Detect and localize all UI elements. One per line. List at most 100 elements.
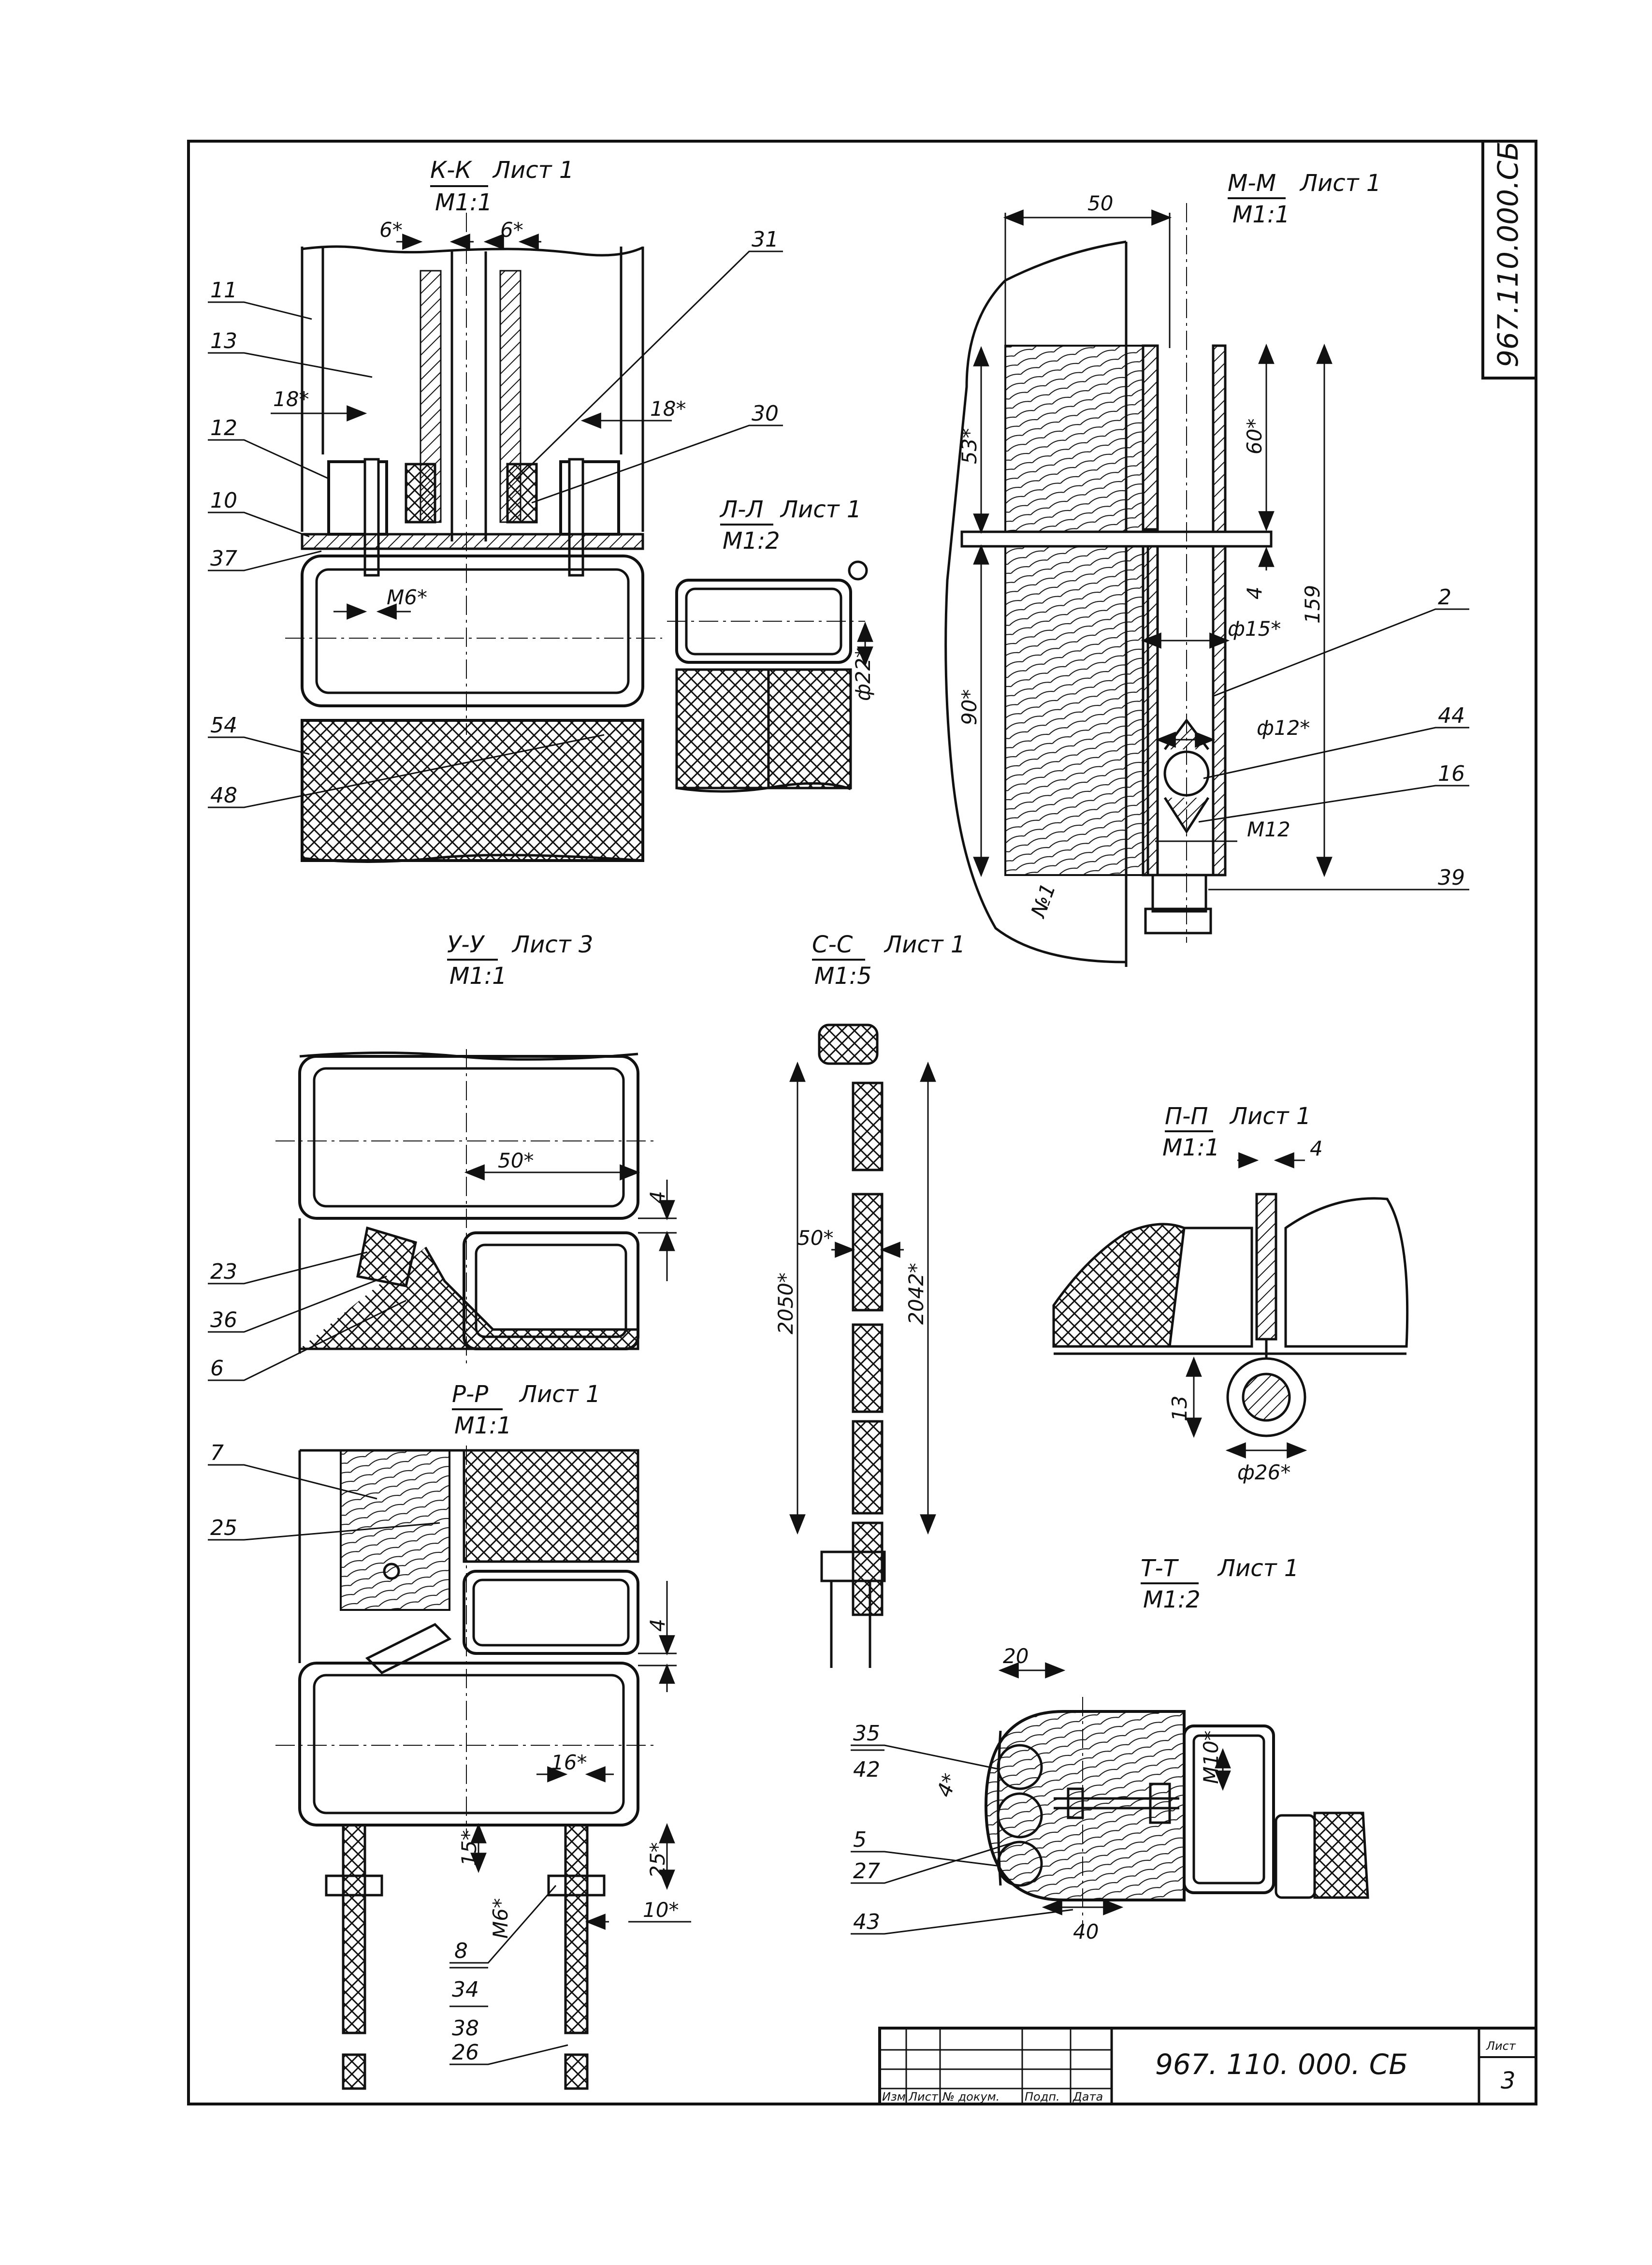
section-kk-scale: М1:1 xyxy=(435,189,493,216)
sheet-number: 3 xyxy=(1501,2067,1516,2094)
callout-38: 38 xyxy=(452,2016,479,2041)
section-ss: С-С Лист 1 М1:5 50* 2050* 2042* xyxy=(774,931,965,1668)
dim-mm-m12: М12 xyxy=(1247,818,1290,841)
callout-30: 30 xyxy=(752,401,779,426)
tb-col-podp: Подп. xyxy=(1025,2090,1060,2104)
dim-kk-3: 18* xyxy=(650,397,686,421)
title-block xyxy=(878,2027,1537,2105)
callout-8: 8 xyxy=(454,1939,468,1963)
callout-10: 10 xyxy=(210,488,237,513)
callout-37: 37 xyxy=(210,546,237,571)
callout-42: 42 xyxy=(853,1757,880,1782)
callout-5: 5 xyxy=(853,1827,867,1852)
dim-tt-m10: М10* xyxy=(1199,1730,1223,1784)
callout-16: 16 xyxy=(1438,761,1465,786)
callout-7: 7 xyxy=(210,1441,224,1465)
callout-31: 31 xyxy=(752,227,779,252)
dim-kk-1: 6* xyxy=(500,218,523,242)
callout-12: 12 xyxy=(210,416,237,440)
tb-col-list: Лист xyxy=(908,2090,939,2104)
section-ll-scale: М1:2 xyxy=(723,527,780,555)
dim-rr-16: 16* xyxy=(551,1751,587,1774)
section-uu-name: У-У xyxy=(447,931,485,958)
section-tt: Т-Т Лист 1 М1:2 20 4* М10* 40 xyxy=(851,1555,1369,1944)
callout-39: 39 xyxy=(1438,865,1465,890)
section-kk-name: К-К xyxy=(430,157,472,184)
dim-rr-10: 10* xyxy=(643,1898,679,1922)
section-mm-name: М-М xyxy=(1228,170,1276,197)
callout-34: 34 xyxy=(452,1977,479,2002)
callout-13: 13 xyxy=(210,329,237,353)
title-block-code: 967. 110. 000. СБ xyxy=(1155,2048,1408,2081)
section-mm-scale: М1:1 xyxy=(1232,201,1290,228)
dim-pp-4: 4 xyxy=(1310,1137,1323,1160)
dim-uu-4: 4 xyxy=(646,1191,669,1204)
section-kk: К-К Лист 1 М1:1 xyxy=(208,157,783,863)
dim-tt-40: 40 xyxy=(1073,1920,1099,1944)
section-pp-ref: Лист 1 xyxy=(1229,1103,1311,1130)
dim-tt-20: 20 xyxy=(1003,1644,1029,1668)
callout-54: 54 xyxy=(210,713,237,738)
doc-code: 967.110.000.СБ xyxy=(1492,141,1524,367)
callout-35: 35 xyxy=(853,1721,880,1746)
callout-27: 27 xyxy=(853,1859,880,1884)
callout-2: 2 xyxy=(1438,585,1451,610)
callout-11: 11 xyxy=(210,278,237,303)
dim-mm-90: 90* xyxy=(957,689,981,725)
section-kk-ref: Лист 1 xyxy=(492,157,574,184)
dim-pp-13: 13 xyxy=(1168,1396,1191,1421)
dim-ss-50: 50* xyxy=(797,1226,833,1250)
tb-col-izm: Изм xyxy=(882,2090,906,2104)
dim-pp-f26: ф26* xyxy=(1237,1461,1290,1484)
section-uu: У-У Лист 3 М1:1 50* 4 xyxy=(208,931,677,1381)
dim-kk-4: М6* xyxy=(387,585,427,609)
dim-mm-50: 50 xyxy=(1087,191,1113,215)
section-ss-scale: М1:5 xyxy=(814,963,872,990)
section-ss-ref: Лист 1 xyxy=(884,931,965,958)
dim-mm-f12: ф12* xyxy=(1257,716,1310,740)
doc-code-box: 967.110.000.СБ xyxy=(1481,140,1537,380)
dim-rr-4: 4 xyxy=(646,1619,669,1632)
dim-mm-159: 159 xyxy=(1301,585,1324,624)
dim-mm-f15: ф15* xyxy=(1228,617,1281,641)
dim-uu-50: 50* xyxy=(498,1149,534,1172)
section-ll-ref: Лист 1 xyxy=(780,496,861,523)
section-uu-scale: М1:1 xyxy=(449,963,507,990)
section-rr-ref: Лист 1 xyxy=(519,1381,600,1408)
callout-48: 48 xyxy=(210,783,237,808)
dim-rr-m6: М6* xyxy=(489,1898,512,1939)
callout-44: 44 xyxy=(1438,703,1465,728)
sheet-label: Лист xyxy=(1486,2039,1516,2053)
weld-mark: №1 xyxy=(1026,880,1060,921)
section-ll-name: Л-Л xyxy=(719,496,764,523)
section-mm: М-М Лист 1 М1:1 xyxy=(944,170,1469,967)
tb-col-dokum: № докум. xyxy=(942,2090,1000,2104)
dim-mm-53: 53* xyxy=(957,428,981,464)
section-mm-ref: Лист 1 xyxy=(1299,170,1381,197)
section-rr: Р-Р Лист 1 М1:1 xyxy=(208,1381,691,2090)
section-ll: Л-Л Лист 1 М1:2 ф22* xyxy=(667,496,875,793)
callout-6: 6 xyxy=(210,1356,224,1381)
dim-ll-f22: ф22* xyxy=(851,648,875,701)
callout-26: 26 xyxy=(452,2040,479,2065)
callout-25: 25 xyxy=(210,1516,237,1540)
section-pp: П-П Лист 1 М1:1 4 13 ф26* xyxy=(1052,1103,1409,1484)
section-pp-scale: М1:1 xyxy=(1162,1134,1220,1161)
dim-rr-25: 25* xyxy=(646,1842,669,1878)
dim-rr-15: 15* xyxy=(457,1830,481,1866)
section-uu-ref: Лист 3 xyxy=(511,931,593,958)
dim-ss-2050: 2050* xyxy=(774,1272,797,1334)
section-rr-scale: М1:1 xyxy=(454,1412,512,1439)
section-ss-name: С-С xyxy=(812,931,853,958)
callout-23: 23 xyxy=(210,1259,237,1284)
dim-kk-0: 6* xyxy=(379,218,403,242)
sheet-frame xyxy=(187,140,1537,2105)
dim-ss-2042: 2042* xyxy=(904,1263,928,1325)
dim-kk-2: 18* xyxy=(273,387,309,411)
dim-mm-4: 4 xyxy=(1243,586,1266,599)
section-tt-ref: Лист 1 xyxy=(1217,1555,1299,1582)
dim-tt-4: 4* xyxy=(932,1770,962,1800)
section-rr-name: Р-Р xyxy=(452,1381,488,1408)
callout-43: 43 xyxy=(853,1910,880,1934)
